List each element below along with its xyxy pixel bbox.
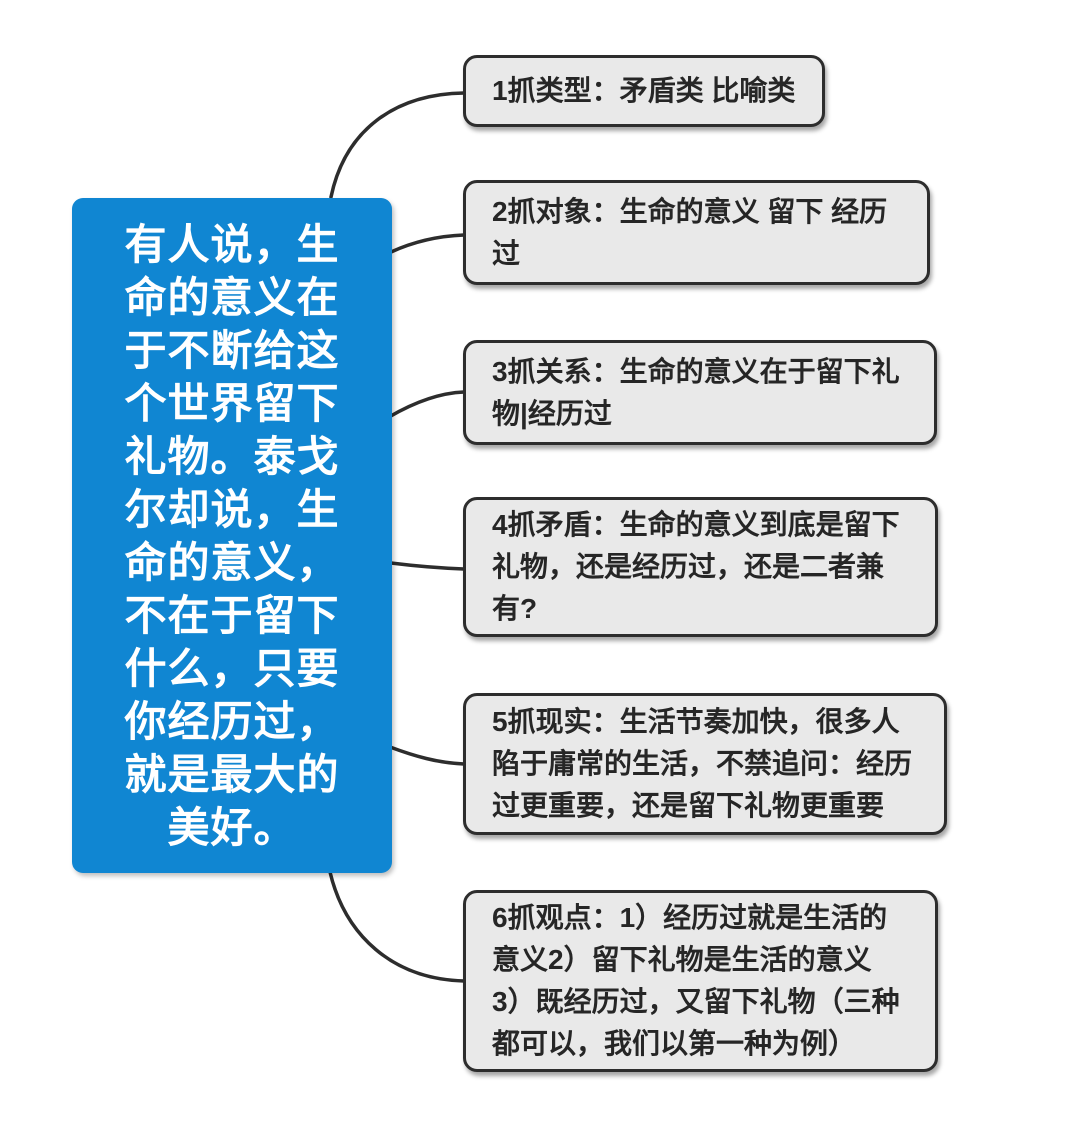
branch-3-text: 3抓关系：生命的意义在于留下礼 物|经历过 xyxy=(492,355,900,429)
connector-branch-1 xyxy=(329,91,466,199)
branch-4-text: 4抓矛盾：生命的意义到底是留下 礼物，还是经历过，还是二者兼 有? xyxy=(492,509,900,624)
connector-branch-4 xyxy=(389,561,466,571)
connector-branch-5 xyxy=(388,745,466,766)
branch-node-3[interactable]: 3抓关系：生命的意义在于留下礼 物|经历过 xyxy=(463,340,937,445)
branch-node-2[interactable]: 2抓对象：生命的意义 留下 经历 过 xyxy=(463,180,930,285)
branch-6-text: 6抓观点：1）经历过就是生活的 意义2）留下礼物是生活的意义 3）既经历过，又留… xyxy=(492,902,900,1059)
branch-5-text: 5抓现实：生活节奏加快，很多人 陷于庸常的生活，不禁追问：经历 过更重要，还是留… xyxy=(492,706,913,821)
branch-1-text: 1抓类型：矛盾类 比喻类 xyxy=(492,75,796,106)
branch-2-text: 2抓对象：生命的意义 留下 经历 过 xyxy=(492,195,888,269)
central-topic-node[interactable]: 有人说，生 命的意义在 于不断给这 个世界留下 礼物。泰戈 尔却说，生 命的意义… xyxy=(72,198,392,873)
connector-branch-6 xyxy=(328,870,466,983)
central-topic-text: 有人说，生 命的意义在 于不断给这 个世界留下 礼物。泰戈 尔却说，生 命的意义… xyxy=(124,220,340,851)
connector-branch-2 xyxy=(389,233,466,254)
branch-node-6[interactable]: 6抓观点：1）经历过就是生活的 意义2）留下礼物是生活的意义 3）既经历过，又留… xyxy=(463,890,938,1072)
branch-node-4[interactable]: 4抓矛盾：生命的意义到底是留下 礼物，还是经历过，还是二者兼 有? xyxy=(463,497,938,637)
branch-node-1[interactable]: 1抓类型：矛盾类 比喻类 xyxy=(463,55,825,127)
branch-node-5[interactable]: 5抓现实：生活节奏加快，很多人 陷于庸常的生活，不禁追问：经历 过更重要，还是留… xyxy=(463,693,947,835)
connector-branch-3 xyxy=(387,390,466,419)
